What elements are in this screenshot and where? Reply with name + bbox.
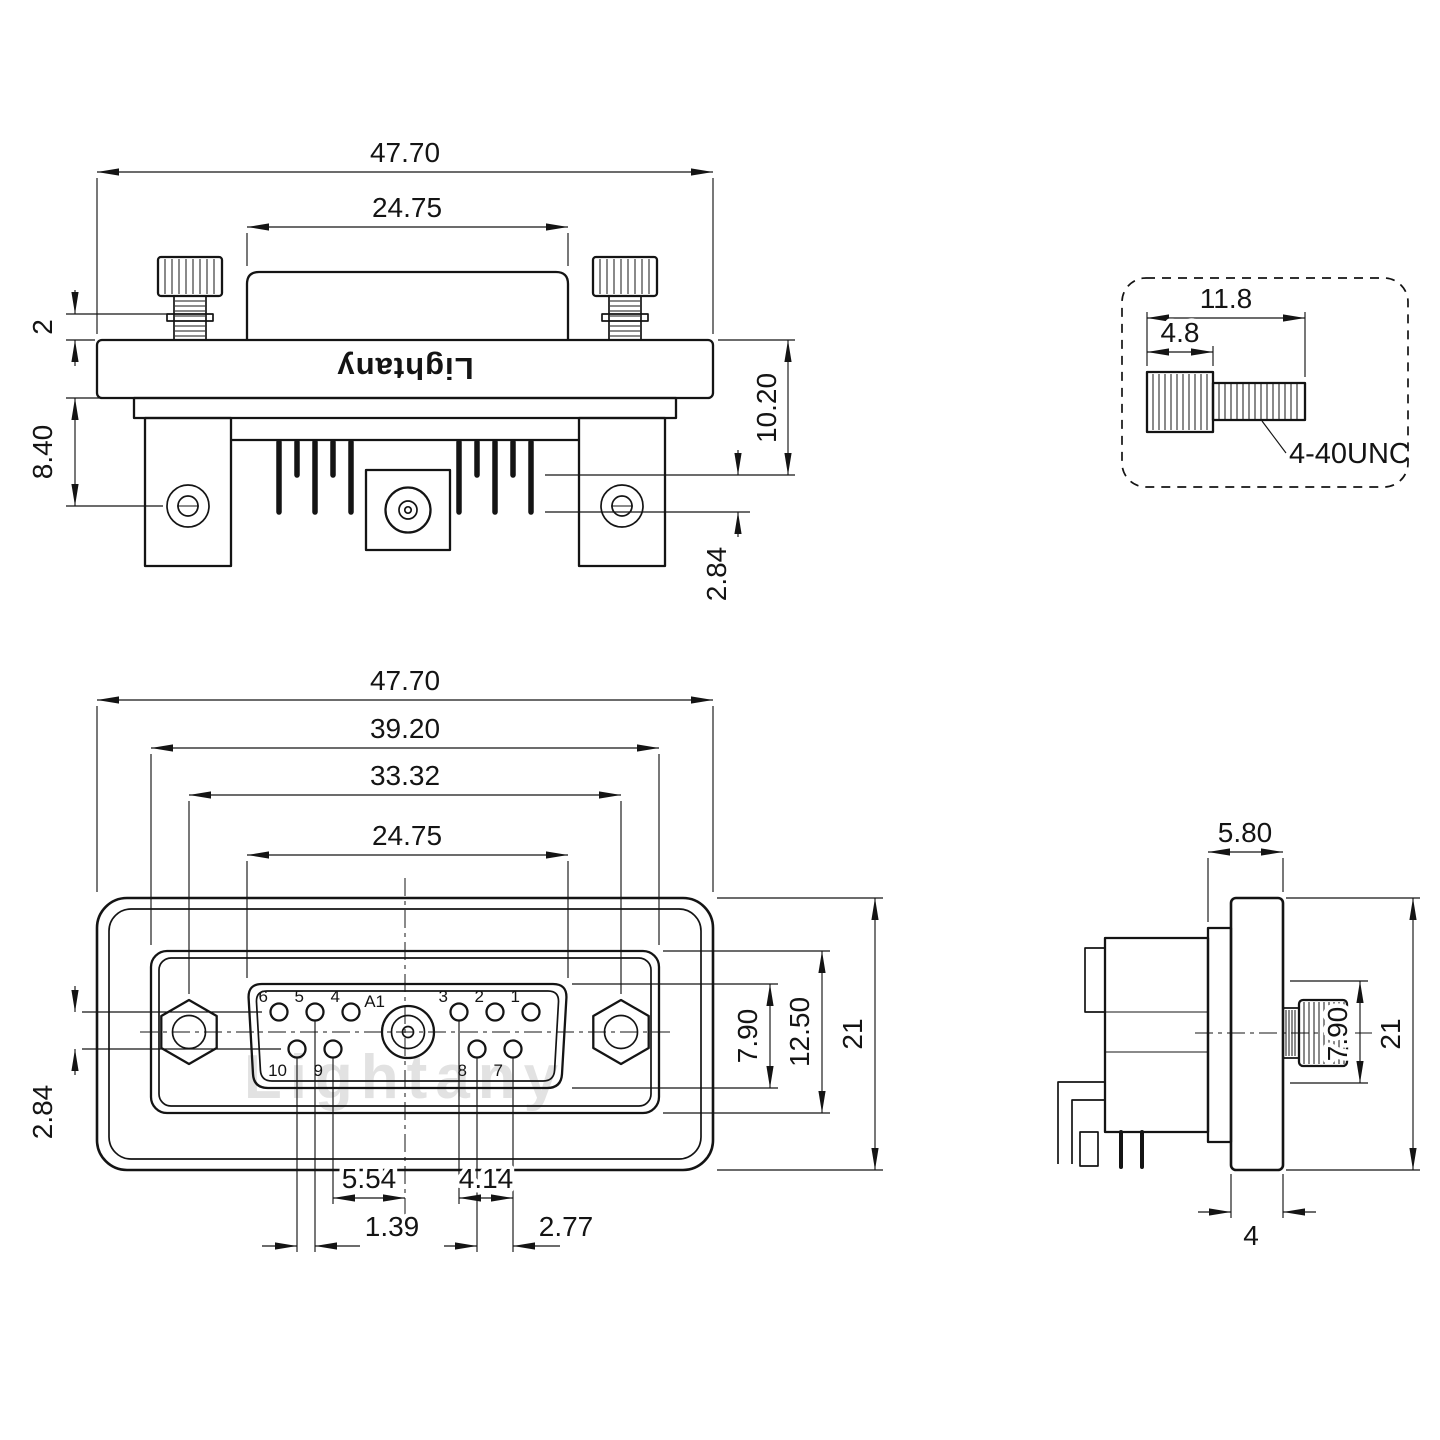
- d-insert-inner-edge: [255, 990, 560, 1082]
- side-view: 5.80 7.90 21 4: [1057, 813, 1420, 1256]
- dim-top-hole-drop: 8.40: [27, 425, 58, 480]
- jackscrew-right: [591, 255, 659, 341]
- dim-front-insert-width: 24.75: [372, 820, 442, 851]
- dim-front-shell-width: 39.20: [370, 713, 440, 744]
- knurl-lines: [1152, 374, 1208, 430]
- knurl-lines: [1303, 1002, 1345, 1064]
- pin-label-10: 10: [268, 1061, 287, 1080]
- pin-label-coax: A1: [364, 992, 385, 1011]
- side-jackscrew: [1282, 998, 1349, 1068]
- screw-head: [1145, 370, 1215, 434]
- board-lock-foot: [1079, 1131, 1099, 1167]
- brand-logo: Lightany: [336, 351, 473, 386]
- side-body-step: [1084, 947, 1106, 1013]
- jackscrew-left: [156, 255, 224, 341]
- knurl-lines: [164, 259, 215, 294]
- dim-top-body-depth: 10.20: [751, 373, 782, 443]
- dim-top-total-width: 47.70: [370, 137, 440, 168]
- mounting-bracket-right: [577, 416, 667, 568]
- dim-side-screw-section: 7.90: [1322, 1007, 1353, 1062]
- dim-front-row-stagger: 1.39: [365, 1211, 420, 1242]
- coax-contact-rear: [364, 468, 452, 552]
- coax-contact: [380, 1004, 436, 1060]
- thread-lines: [610, 300, 640, 337]
- bent-pin-inner: [1071, 1099, 1105, 1164]
- d-insert-outline: [247, 982, 568, 1090]
- thread-lines: [175, 300, 205, 337]
- pin-label-9: 9: [314, 1061, 323, 1080]
- mounting-hole-right: [600, 484, 644, 528]
- dim-front-center-to-pin: 5.54: [342, 1163, 397, 1194]
- mating-shroud-outline: [245, 270, 570, 340]
- thread-lines: [1285, 1010, 1296, 1056]
- washer: [166, 313, 214, 322]
- dim-top-washer: 2: [27, 319, 58, 335]
- body-step: [132, 396, 678, 420]
- top-view: 47.70 24.75 2 8.40 10.20 2.84: [23, 133, 795, 606]
- pin-label-8: 8: [458, 1061, 467, 1080]
- pin-label-3: 3: [439, 987, 448, 1006]
- side-shell-collar: [1206, 926, 1233, 1144]
- thread-spec-label: 4-40UNC: [1289, 438, 1410, 470]
- hex-nut-right: [592, 998, 650, 1066]
- dim-front-row-offset: 2.84: [27, 1085, 58, 1140]
- dim-front-flange-height: 21: [837, 1018, 868, 1049]
- dim-front-flange-width: 47.70: [370, 665, 440, 696]
- signal-contacts: [269, 1002, 541, 1059]
- thread-lines: [1218, 384, 1298, 419]
- pin-label-7: 7: [494, 1061, 503, 1080]
- side-flange-outline: [1229, 896, 1285, 1172]
- washer: [601, 313, 649, 322]
- dim-front-shell-height: 12.50: [784, 997, 815, 1067]
- dim-side-flange-height: 21: [1375, 1018, 1406, 1049]
- mounting-bracket-left: [143, 416, 233, 568]
- pin-label-2: 2: [475, 987, 484, 1006]
- screw-shaft: [1211, 381, 1307, 422]
- dim-top-pin-stagger: 2.84: [701, 547, 732, 602]
- screw-detail-view: 11.8 4.8 4-40UNC: [1121, 277, 1410, 488]
- dim-screw-head-length: 4.8: [1161, 317, 1200, 348]
- dim-top-shroud-width: 24.75: [372, 192, 442, 223]
- dim-front-contact-offset: 4.14: [459, 1163, 514, 1194]
- dim-side-shell-protrusion: 5.80: [1218, 817, 1273, 848]
- mounting-hole-left: [166, 484, 210, 528]
- dim-side-flange-thickness: 4: [1243, 1220, 1259, 1251]
- dim-front-pin-pitch: 2.77: [539, 1211, 594, 1242]
- knurl-lines: [599, 259, 650, 294]
- side-body-outline: [1103, 936, 1210, 1134]
- side-solder-pins: [1119, 1130, 1144, 1169]
- pin-label-6: 6: [259, 987, 268, 1006]
- dim-front-screw-spacing: 33.32: [370, 760, 440, 791]
- pin-label-4: 4: [331, 987, 340, 1006]
- pin-label-5: 5: [295, 987, 304, 1006]
- detail-boundary: [1121, 277, 1409, 488]
- solder-pins: [276, 439, 534, 515]
- dim-screw-length: 11.8: [1200, 283, 1252, 314]
- front-view: 47.70 39.20 33.32 24.75 Lightany 6 5: [23, 661, 883, 1252]
- dim-front-insert-height: 7.90: [732, 1009, 763, 1064]
- pin-label-1: 1: [511, 987, 520, 1006]
- bent-pin-outer: [1057, 1081, 1105, 1164]
